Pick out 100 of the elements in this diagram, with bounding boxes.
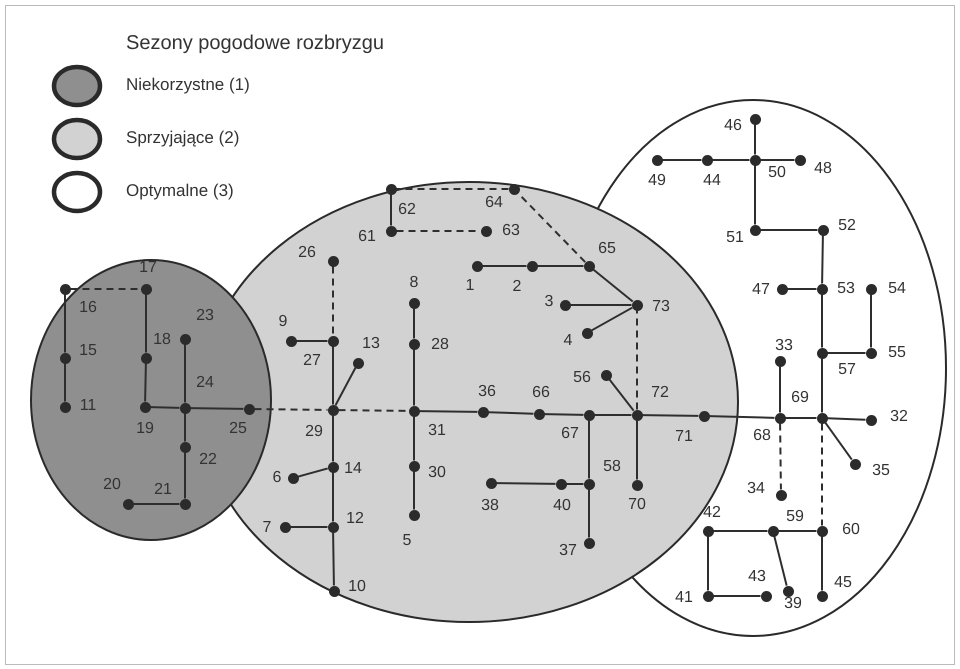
connector-line xyxy=(413,308,415,338)
connector-line xyxy=(144,363,147,402)
connector-line xyxy=(714,595,760,597)
connector-line xyxy=(488,411,534,415)
node-number: 9 xyxy=(278,314,288,330)
legend-label: Sprzyjające (2) xyxy=(126,128,240,148)
connector-line xyxy=(709,415,775,419)
node-number: 30 xyxy=(428,465,446,481)
connector-line xyxy=(413,416,415,460)
node-number: 67 xyxy=(561,426,579,442)
node-number: 12 xyxy=(346,511,364,527)
connector-line xyxy=(332,532,335,586)
connector-line xyxy=(636,420,638,480)
node-number: 73 xyxy=(652,299,670,315)
connector-line xyxy=(544,413,584,416)
node-number: 70 xyxy=(628,497,646,513)
connector-line xyxy=(779,423,782,490)
node-number: 31 xyxy=(428,423,446,439)
connector-line xyxy=(150,406,180,409)
connector-line xyxy=(334,367,356,406)
node-number: 39 xyxy=(784,596,802,612)
connector-line xyxy=(870,294,872,348)
connector-line xyxy=(254,408,328,411)
node-number: 43 xyxy=(748,569,766,585)
node-number: 21 xyxy=(154,482,172,498)
node-number: 47 xyxy=(752,282,770,298)
connector-line xyxy=(64,294,66,352)
connector-line xyxy=(707,536,709,590)
connector-line xyxy=(821,424,823,526)
connector-line xyxy=(290,526,328,528)
connector-line xyxy=(496,482,556,485)
node-number: 1 xyxy=(466,278,474,294)
connector-line xyxy=(64,364,66,402)
node-number: 2 xyxy=(512,279,522,295)
connector-line xyxy=(134,503,180,505)
node-number: 46 xyxy=(724,118,742,134)
connector-line xyxy=(184,414,186,442)
node-number: 50 xyxy=(768,165,786,181)
connector-line xyxy=(332,346,334,404)
node-number: 29 xyxy=(305,424,323,440)
node-number: 20 xyxy=(103,477,121,493)
node-number: 38 xyxy=(481,498,499,514)
node-number: 53 xyxy=(837,281,855,297)
node-number: 5 xyxy=(402,533,412,549)
node-number: 19 xyxy=(136,421,154,437)
connector-line xyxy=(824,422,853,460)
connector-line xyxy=(592,268,634,302)
connector-line xyxy=(70,288,140,290)
connector-line xyxy=(827,417,866,421)
legend-label: Niekorzystne (1) xyxy=(126,75,250,95)
node-number: 4 xyxy=(564,333,572,349)
node-number: 42 xyxy=(703,505,721,521)
connector-line xyxy=(594,414,632,416)
connector-line xyxy=(332,472,334,522)
node-number: 48 xyxy=(814,161,832,177)
connector-line xyxy=(754,124,756,154)
node-number: 40 xyxy=(553,498,571,514)
connector-line xyxy=(821,536,823,590)
connector-line xyxy=(712,159,750,161)
connector-line xyxy=(821,294,823,348)
legend-title: Sezony pogodowe rozbryzgu xyxy=(126,32,384,55)
node-number: 33 xyxy=(775,338,793,354)
connector-line xyxy=(413,472,415,510)
node-number: 45 xyxy=(834,575,852,591)
node-number: 11 xyxy=(80,398,96,414)
connector-line xyxy=(570,304,632,306)
connector-line xyxy=(482,265,526,267)
node-number: 16 xyxy=(79,300,97,316)
connector-line xyxy=(296,340,328,342)
node-number: 55 xyxy=(888,345,906,361)
connector-line xyxy=(786,417,816,419)
connector-line xyxy=(190,407,244,410)
connector-line xyxy=(642,414,699,417)
connector-line xyxy=(591,306,633,332)
node-number: 49 xyxy=(648,173,666,189)
node-number: 3 xyxy=(544,294,554,310)
legend-label: Optymalne (3) xyxy=(126,181,234,201)
connector-line xyxy=(413,350,415,406)
connector-line xyxy=(760,229,818,231)
node-number: 61 xyxy=(358,229,376,245)
node-number: 59 xyxy=(786,509,804,525)
node-number: 23 xyxy=(196,308,214,324)
connector-line xyxy=(538,265,584,267)
node-number: 64 xyxy=(485,195,503,211)
node-number: 52 xyxy=(838,218,856,234)
node-number: 7 xyxy=(262,520,272,536)
connector-line xyxy=(332,266,334,336)
node-number: 10 xyxy=(348,579,366,595)
node-number: 24 xyxy=(196,375,214,391)
node-number: 65 xyxy=(598,241,616,257)
connector-line xyxy=(714,530,768,532)
node-number: 18 xyxy=(153,332,171,348)
node-number: 35 xyxy=(872,463,890,479)
node-number: 41 xyxy=(675,590,693,606)
node-number: 69 xyxy=(791,390,809,406)
node-number: 25 xyxy=(229,421,247,437)
node-number: 32 xyxy=(890,409,908,425)
node-number: 28 xyxy=(431,337,449,353)
node-number: 54 xyxy=(888,281,906,297)
connector-line xyxy=(788,288,816,290)
